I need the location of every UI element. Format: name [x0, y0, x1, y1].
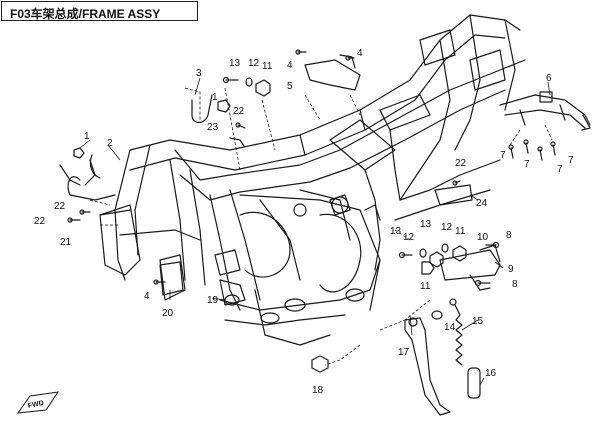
callout-24: 24	[476, 198, 488, 209]
callout-22: 22	[54, 201, 66, 212]
callout-17: 17	[398, 347, 410, 358]
callout-labels: 1 2 22 22 21 3 13 12 11 1 22 23 4 5 4 6 …	[34, 48, 574, 396]
callout-11: 11	[420, 281, 431, 292]
callout-20: 20	[162, 308, 174, 319]
callout-18: 18	[312, 385, 324, 396]
callout-4: 4	[357, 48, 363, 59]
fwd-arrow: FWD	[16, 391, 60, 414]
part-18-nut	[311, 355, 329, 373]
callout-7: 7	[568, 155, 574, 166]
callout-21: 21	[60, 237, 72, 248]
callout-3: 3	[196, 68, 202, 79]
frame-main-body	[59, 14, 526, 346]
callout-4: 4	[287, 60, 293, 71]
callout-12: 12	[248, 58, 260, 69]
callout-4: 4	[144, 291, 150, 302]
part-24-plate	[434, 184, 473, 206]
part-14-washer	[431, 310, 443, 320]
part-16-sleeve	[467, 367, 481, 399]
callout-12: 12	[403, 232, 415, 243]
callout-13: 13	[229, 58, 241, 69]
leader-lines	[79, 77, 551, 386]
callout-23: 23	[207, 122, 219, 133]
part-20-plate	[159, 261, 184, 296]
hardware-group	[67, 49, 556, 287]
callout-14: 14	[444, 322, 456, 333]
callout-13: 13	[390, 226, 402, 237]
part-3-hook	[191, 94, 213, 124]
part-9-10-bracket	[439, 244, 501, 291]
callout-1: 1	[84, 131, 90, 142]
callout-22: 22	[455, 158, 467, 169]
callout-22: 22	[233, 106, 245, 117]
callout-7: 7	[524, 159, 530, 170]
callout-15: 15	[472, 316, 484, 327]
part-15-spring	[449, 298, 463, 366]
callout-7: 7	[500, 150, 506, 161]
callout-9: 9	[508, 264, 514, 275]
callout-1: 1	[212, 92, 218, 103]
callout-10: 10	[477, 232, 489, 243]
diagram-title: F03车架总成/FRAME ASSY	[10, 7, 161, 21]
part-2-front-hoop	[67, 154, 116, 201]
callout-12: 12	[441, 222, 453, 233]
callout-16: 16	[485, 368, 497, 379]
callout-19: 19	[207, 295, 219, 306]
alignment-lines	[89, 87, 553, 366]
diagram-title-box: F03车架总成/FRAME ASSY	[1, 1, 198, 21]
fwd-label: FWD	[27, 400, 44, 410]
callout-8: 8	[506, 230, 512, 241]
part-17-side-stand	[404, 317, 451, 416]
part-6-rear-rail	[499, 91, 591, 131]
callout-6: 6	[546, 73, 552, 84]
callout-2: 2	[107, 138, 113, 149]
callout-13: 13	[420, 219, 432, 230]
callout-8: 8	[512, 279, 518, 290]
callout-11: 11	[262, 61, 273, 72]
callout-22: 22	[34, 216, 46, 227]
callout-5: 5	[287, 81, 293, 92]
callout-7: 7	[557, 164, 563, 175]
callout-11: 11	[455, 226, 466, 237]
